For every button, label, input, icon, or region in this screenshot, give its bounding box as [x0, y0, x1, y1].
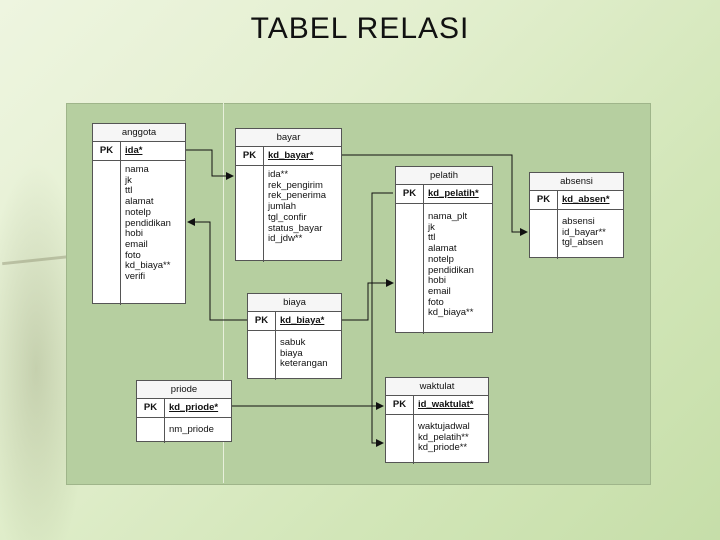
table-pelatih: pelatih PK kd_pelatih* nama_plt jk ttl a…	[395, 166, 493, 334]
table-anggota-body: nama jk ttl alamat notelp pendidikan hob…	[93, 161, 185, 305]
table-bayar-name: bayar	[236, 129, 341, 147]
field: jk	[428, 221, 435, 233]
field: hobi	[125, 228, 143, 240]
table-anggota-name: anggota	[93, 124, 185, 142]
field: ida**	[268, 169, 289, 180]
field: id_bayar**	[562, 226, 606, 238]
table-waktulat-pk-row: PK id_waktulat*	[386, 396, 488, 415]
field: kd_pelatih**	[418, 431, 469, 443]
field: nm_priode	[169, 424, 214, 435]
field: jk	[125, 174, 132, 186]
field: kd_biaya**	[125, 260, 171, 272]
pk-label: PK	[396, 185, 424, 203]
field: verifi	[125, 271, 146, 283]
pk-label: PK	[93, 142, 121, 160]
table-waktulat: waktulat PK id_waktulat* waktujadwal kd_…	[385, 377, 489, 464]
table-biaya: biaya PK kd_biaya* sabuk biaya keteranga…	[247, 293, 342, 380]
field: ttl	[125, 185, 133, 197]
board-divider	[223, 103, 224, 483]
field: foto	[125, 249, 141, 261]
table-biaya-name: biaya	[248, 294, 341, 312]
table-anggota-pk-row: PK ida*	[93, 142, 185, 161]
table-absensi-key: kd_absen*	[562, 194, 610, 205]
table-waktulat-name: waktulat	[386, 378, 488, 396]
field: alamat	[125, 196, 154, 208]
field: biaya	[280, 347, 303, 359]
field: id_jdw**	[268, 233, 303, 245]
field: keterangan	[280, 358, 328, 370]
table-absensi-pk-row: PK kd_absen*	[530, 191, 623, 210]
table-biaya-body: sabuk biaya keterangan	[248, 331, 341, 380]
field: notelp	[428, 253, 454, 265]
table-pelatih-name: pelatih	[396, 167, 492, 185]
pk-label: PK	[530, 191, 558, 209]
field: rek_pengirim	[268, 179, 323, 191]
field: waktujadwal	[418, 421, 470, 432]
table-bayar-key: kd_bayar*	[268, 150, 314, 161]
table-priode-pk-row: PK kd_priode*	[137, 399, 231, 418]
table-biaya-key: kd_biaya*	[280, 315, 325, 326]
table-priode-key: kd_priode*	[169, 402, 219, 413]
relation-bayar-absensi	[342, 154, 528, 236]
relation-anggota-bayar	[186, 149, 234, 180]
relation-biaya-pelatih	[342, 279, 394, 321]
field: nama_plt	[428, 211, 468, 222]
table-priode: priode PK kd_priode* nm_priode	[136, 380, 232, 443]
table-absensi-body: absensi id_bayar** tgl_absen	[530, 210, 623, 259]
relation-pelatih-waktulat	[371, 192, 393, 447]
field: ttl	[428, 232, 436, 244]
table-biaya-pk-row: PK kd_biaya*	[248, 312, 341, 331]
table-absensi-name: absensi	[530, 173, 623, 191]
field: hobi	[428, 275, 446, 287]
pk-label: PK	[386, 396, 414, 414]
table-pelatih-body: nama_plt jk ttl alamat notelp pendidikan…	[396, 204, 492, 334]
table-pelatih-pk-row: PK kd_pelatih*	[396, 185, 492, 204]
table-bayar-body: ida** rek_pengirim rek_penerima jumlah t…	[236, 166, 341, 262]
field: pendidikan	[428, 264, 474, 276]
field: jumlah	[268, 201, 296, 213]
field: alamat	[428, 243, 457, 255]
table-bayar: bayar PK kd_bayar* ida** rek_pengirim re…	[235, 128, 342, 262]
pk-label: PK	[137, 399, 165, 417]
field: kd_priode**	[418, 442, 468, 454]
table-absensi: absensi PK kd_absen* absensi id_bayar** …	[529, 172, 624, 259]
relation-biaya-anggota	[187, 218, 247, 321]
table-priode-body: nm_priode	[137, 418, 231, 443]
table-waktulat-body: waktujadwal kd_pelatih** kd_priode**	[386, 415, 488, 464]
slide-title: TABEL RELASI	[250, 12, 470, 45]
field: tgl_absen	[562, 237, 604, 249]
field: notelp	[125, 206, 151, 218]
field: email	[125, 238, 148, 250]
field: email	[428, 285, 451, 297]
table-anggota-key: ida*	[125, 145, 143, 156]
table-pelatih-key: kd_pelatih*	[428, 188, 479, 199]
pk-label: PK	[248, 312, 276, 330]
field: kd_biaya**	[428, 307, 474, 319]
table-waktulat-key: id_waktulat*	[418, 399, 474, 410]
field: foto	[428, 296, 444, 308]
table-anggota: anggota PK ida* nama jk ttl alamat notel…	[92, 123, 186, 305]
table-priode-name: priode	[137, 381, 231, 399]
field: rek_penerima	[268, 190, 327, 202]
table-bayar-pk-row: PK kd_bayar*	[236, 147, 341, 166]
pk-label: PK	[236, 147, 264, 165]
field: status_bayar	[268, 222, 323, 234]
field: pendidikan	[125, 217, 171, 229]
field: tgl_confir	[268, 211, 307, 223]
field: nama	[125, 164, 149, 175]
field: sabuk	[280, 337, 306, 348]
field: absensi	[562, 216, 595, 227]
